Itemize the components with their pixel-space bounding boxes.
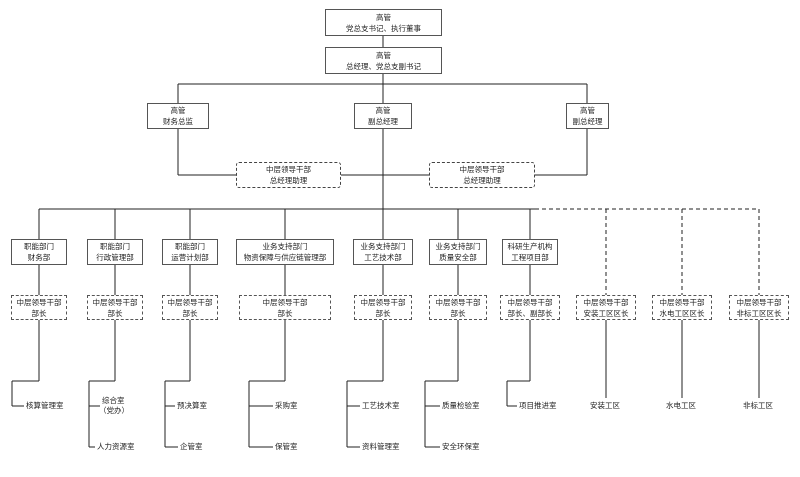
- department-quality: 业务支持部门 质量安全部: [429, 239, 487, 265]
- office-label: 项目推进室: [519, 401, 557, 410]
- manager-box: 中层领导干部 部长: [87, 295, 143, 320]
- office-label: 人力资源室: [97, 442, 135, 451]
- zone-label: 水电工区: [666, 401, 696, 410]
- office-label: 质量检验室: [442, 401, 480, 410]
- box-line-2: 水电工区区长: [659, 308, 705, 318]
- box-line-1: 中层领导干部: [262, 297, 308, 307]
- box-line-2: 财务部: [27, 253, 51, 262]
- department-project: 科研生产机构 工程项目部: [502, 239, 558, 265]
- office-label: 资料管理室: [362, 442, 400, 451]
- box-line-2: 安装工区区长: [583, 308, 629, 318]
- box-line-1: 业务支持部门: [262, 242, 308, 251]
- box-line-1: 职能部门: [100, 242, 130, 251]
- box-line-1: 中层领导干部: [583, 297, 629, 307]
- manager-box: 中层领导干部 部长、副部长: [500, 295, 560, 320]
- box-line-2: 部长: [31, 308, 47, 318]
- box-line-1: 高管: [376, 12, 391, 22]
- box-line-2: 部长: [277, 308, 293, 318]
- manager-box: 中层领导干部 部长: [429, 295, 487, 320]
- box-line-2: 财务总监: [163, 117, 193, 126]
- office-label: （党办）: [99, 406, 129, 415]
- box-line-1: 高管: [170, 106, 186, 115]
- deputy-gm-box: 高管 副总经理: [354, 103, 412, 129]
- box-line-2: 部长: [450, 308, 466, 318]
- box-line-2: 工艺技术部: [364, 253, 402, 262]
- box-line-2: 行政管理部: [96, 253, 134, 262]
- box-line-1: 中层领导干部: [360, 297, 406, 307]
- zone-manager-box: 中层领导干部 非标工区区长: [729, 295, 789, 320]
- box-line-2: 部长: [375, 308, 391, 318]
- box-line-1: 科研生产机构: [507, 242, 553, 251]
- box-line-2: 质量安全部: [439, 253, 477, 262]
- office-label: 安全环保室: [442, 442, 480, 451]
- department-tech: 业务支持部门 工艺技术部: [353, 239, 413, 265]
- box-line-1: 中层领导干部: [92, 297, 138, 307]
- box-line-2: 工程项目部: [511, 253, 549, 262]
- box-line-1: 高管: [580, 106, 595, 115]
- box-line-1: 中层领导干部: [659, 297, 705, 307]
- office-label: 采购室: [275, 401, 298, 410]
- box-line-1: 业务支持部门: [360, 242, 406, 251]
- box-line-1: 中层领导干部: [459, 165, 505, 174]
- zone-label: 安装工区: [590, 401, 620, 410]
- box-line-1: 中层领导干部: [435, 297, 481, 307]
- general-manager-box: 高管 总经理、党总支副书记: [325, 47, 442, 74]
- department-ops: 职能部门 运营计划部: [162, 239, 218, 265]
- box-line-2: 副总经理: [572, 117, 603, 126]
- zone-manager-box: 中层领导干部 水电工区区长: [652, 295, 712, 320]
- box-line-2: 部长: [107, 308, 123, 318]
- department-admin: 职能部门 行政管理部: [87, 239, 143, 265]
- box-line-2: 部长、副部长: [507, 308, 553, 318]
- box-line-2: 非标工区区长: [736, 308, 782, 318]
- box-line-1: 中层领导干部: [507, 297, 553, 307]
- manager-box: 中层领导干部 部长: [11, 295, 67, 320]
- deputy-gm-box: 高管 副总经理: [566, 103, 609, 129]
- box-line-2: 副总经理: [368, 117, 398, 126]
- box-line-1: 高管: [375, 106, 391, 115]
- cfo-box: 高管 财务总监: [147, 103, 209, 129]
- box-line-2: 运营计划部: [171, 253, 209, 262]
- box-line-1: 业务支持部门: [435, 242, 481, 251]
- box-line-2: 总经理助理: [269, 176, 308, 185]
- department-supply: 业务支持部门 物资保障与供应链管理部: [236, 239, 334, 265]
- manager-box: 中层领导干部 部长: [162, 295, 218, 320]
- manager-box: 中层领导干部 部长: [354, 295, 412, 320]
- gm-assistant-box: 中层领导干部 总经理助理: [236, 162, 341, 188]
- office-label: 工艺技术室: [362, 401, 400, 410]
- box-line-1: 职能部门: [24, 242, 54, 251]
- box-line-1: 中层领导干部: [736, 297, 782, 307]
- box-line-2: 物资保障与供应链管理部: [243, 253, 327, 262]
- gm-assistant-box: 中层领导干部 总经理助理: [429, 162, 535, 188]
- office-label: 核算管理室: [26, 401, 64, 410]
- zone-label: 非标工区: [743, 401, 773, 410]
- chairman-box: 高管 党总支书记、执行董事: [325, 9, 442, 36]
- box-line-1: 中层领导干部: [16, 297, 62, 307]
- box-line-2: 总经理、党总支副书记: [346, 61, 421, 71]
- department-finance: 职能部门 财务部: [11, 239, 67, 265]
- office-label: 企管室: [180, 442, 203, 451]
- office-label: 综合室: [102, 396, 125, 405]
- zone-manager-box: 中层领导干部 安装工区区长: [576, 295, 636, 320]
- box-line-2: 总经理助理: [463, 176, 501, 185]
- office-label: 保管室: [275, 442, 298, 451]
- box-line-2: 部长: [182, 308, 198, 318]
- manager-box: 中层领导干部 部长: [239, 295, 331, 320]
- box-line-1: 中层领导干部: [167, 297, 213, 307]
- box-line-1: 高管: [376, 50, 391, 60]
- box-line-2: 党总支书记、执行董事: [346, 23, 421, 33]
- box-line-1: 中层领导干部: [266, 165, 311, 174]
- office-label: 预决算室: [177, 401, 207, 410]
- box-line-1: 职能部门: [175, 242, 205, 251]
